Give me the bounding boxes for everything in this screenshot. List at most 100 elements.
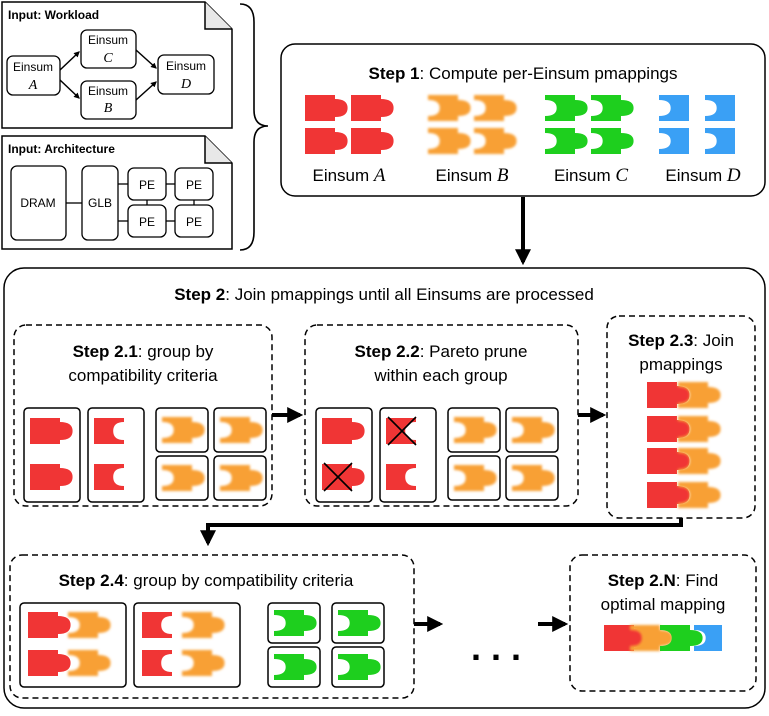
step1-piece-a	[305, 95, 348, 121]
einsum-label-d: Einsum D	[665, 165, 740, 186]
einsum-label-c: Einsum C	[554, 165, 628, 186]
step1-piece-d	[705, 128, 735, 154]
step1-piece-d	[659, 128, 689, 154]
step22-panel: Step 2.2: Pareto prune within each group	[304, 324, 579, 507]
step1-piece-c	[591, 95, 634, 121]
workload-title: Input: Workload	[8, 8, 99, 22]
step2n-panel: Step 2.N: Find optimal mapping	[569, 554, 757, 692]
arrow-23-24	[200, 518, 683, 547]
piece-c	[274, 654, 317, 680]
svg-text:PE: PE	[139, 215, 155, 229]
architecture-title: Input: Architecture	[8, 142, 115, 156]
step23-panel: Step 2.3: Join pmappings	[606, 315, 756, 519]
step2-title: Step 2: Join pmappings until all Einsums…	[174, 285, 594, 304]
svg-text:Step 2.4: group by compatibili: Step 2.4: group by compatibility criteri…	[59, 571, 354, 590]
step21-groups	[23, 407, 267, 503]
svg-text:DRAM: DRAM	[20, 196, 55, 210]
svg-text:GLB: GLB	[88, 196, 112, 210]
joined-piece-a	[28, 612, 71, 638]
svg-text:PE: PE	[139, 178, 155, 192]
joined-piece-a	[647, 448, 690, 474]
svg-text:Einsum: Einsum	[13, 60, 53, 74]
step1-piece-c	[545, 95, 588, 121]
optimal-piece-d	[694, 625, 722, 651]
step23-joined	[647, 382, 721, 508]
step24-panel: Step 2.4: group by compatibility criteri…	[9, 554, 415, 699]
step1-piece-c	[591, 128, 634, 154]
piece-a	[386, 464, 416, 490]
step1-piece-c	[545, 128, 588, 154]
piece-a	[94, 464, 124, 490]
svg-text:PE: PE	[186, 215, 202, 229]
einsum-label-b: Einsum B	[435, 165, 508, 186]
piece-a	[30, 418, 73, 444]
svg-text:Einsum: Einsum	[88, 84, 128, 98]
svg-text:A: A	[28, 78, 38, 93]
step1-piece-a	[351, 95, 394, 121]
einsum-node-c	[80, 29, 137, 69]
pruned-cross	[387, 416, 417, 446]
joined-piece-b	[678, 416, 721, 442]
optimal-piece-c	[660, 625, 703, 651]
pruned-cross	[323, 462, 353, 492]
step1-piece-b	[474, 95, 517, 121]
step1-piece-a	[305, 128, 348, 154]
svg-text:compatibility criteria: compatibility criteria	[68, 366, 218, 385]
joined-piece-a	[647, 482, 690, 508]
piece-b	[220, 465, 263, 491]
piece-c	[338, 654, 381, 680]
optimal-piece-b	[630, 625, 673, 651]
svg-text:B: B	[104, 101, 113, 116]
piece-a	[30, 464, 73, 490]
joined-piece-b	[678, 448, 721, 474]
piece-a	[322, 418, 365, 444]
workload-input-panel: Input: Workload Einsum A Einsum C Einsum…	[1, 1, 233, 129]
step1-piece-d	[659, 95, 689, 121]
step1-piece-a	[351, 128, 394, 154]
piece-b	[220, 417, 263, 443]
step1-piece-b	[428, 95, 471, 121]
piece-b	[454, 465, 497, 491]
step21-panel: Step 2.1: group by compatibility criteri…	[13, 324, 273, 507]
joined-piece-a	[28, 650, 71, 676]
svg-text:Einsum: Einsum	[88, 33, 128, 47]
joined-piece-b	[678, 482, 721, 508]
piece-a	[322, 464, 365, 490]
piece-b	[512, 465, 555, 491]
piece-b	[454, 417, 497, 443]
step1-panel: Step 1: Compute per-Einsum pmappings Ein…	[280, 43, 766, 197]
svg-text:Step 2.N: Find: Step 2.N: Find	[608, 571, 719, 590]
joined-piece-a	[142, 612, 172, 638]
step1-piece-b	[474, 128, 517, 154]
joined-piece-a	[142, 650, 172, 676]
architecture-input-panel: Input: Architecture DRAM GLB PE PE PE PE	[1, 135, 233, 250]
joined-piece-b	[68, 650, 111, 676]
step1-piece-b	[428, 128, 471, 154]
piece-a	[94, 418, 124, 444]
svg-text:C: C	[103, 51, 113, 66]
joined-piece-b	[182, 612, 225, 638]
svg-text:Einsum: Einsum	[166, 59, 206, 73]
step22-groups	[315, 407, 559, 503]
step24-groups	[19, 602, 385, 688]
ellipsis: . . .	[471, 627, 521, 668]
svg-text:pmappings: pmappings	[639, 355, 722, 374]
piece-b	[162, 417, 205, 443]
joined-piece-a	[647, 382, 690, 408]
svg-text:Step 2.1: group by: Step 2.1: group by	[73, 342, 214, 361]
step1-pmapping-pieces	[305, 95, 735, 154]
svg-text:D: D	[180, 77, 191, 92]
piece-b	[162, 465, 205, 491]
piece-c	[338, 610, 381, 636]
step1-title: Step 1: Compute per-Einsum pmappings	[369, 64, 678, 83]
joined-piece-b	[678, 382, 721, 408]
einsum-node-d	[157, 54, 215, 95]
svg-text:Step 2.2: Pareto prune: Step 2.2: Pareto prune	[355, 342, 528, 361]
svg-text:Step 2.3: Join: Step 2.3: Join	[628, 331, 734, 350]
piece-c	[274, 610, 317, 636]
svg-text:PE: PE	[186, 178, 202, 192]
joined-piece-b	[68, 612, 111, 638]
joined-piece-a	[647, 416, 690, 442]
input-brace	[239, 3, 269, 251]
